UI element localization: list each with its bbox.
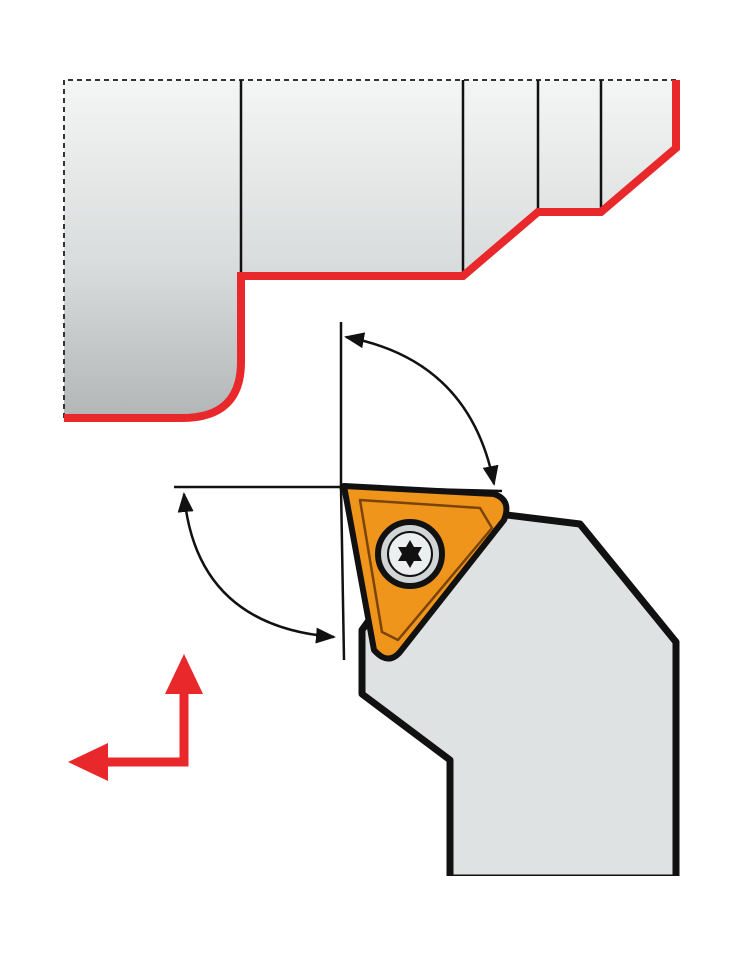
- insert-angle-arc: [344, 332, 499, 486]
- holder-bottom-mask: [444, 876, 684, 896]
- workpiece-dashed-outline: [63, 79, 676, 418]
- feed-arrows: [68, 654, 203, 781]
- insert-top-edge-line: [340, 485, 503, 493]
- insert-inner-facet: [358, 498, 494, 642]
- machined-contour: [64, 80, 680, 422]
- insert-side-edge-line: [339, 486, 346, 661]
- feed-path-line: [100, 690, 189, 767]
- workpiece-body: [64, 80, 676, 418]
- entering-angle-arc: [177, 492, 336, 644]
- trigon-insert: [341, 483, 510, 662]
- feed-left-arrow-icon: [68, 743, 108, 781]
- torx-icon: [398, 540, 422, 568]
- workpiece: [63, 79, 680, 422]
- feed-up-arrow-icon: [165, 654, 203, 694]
